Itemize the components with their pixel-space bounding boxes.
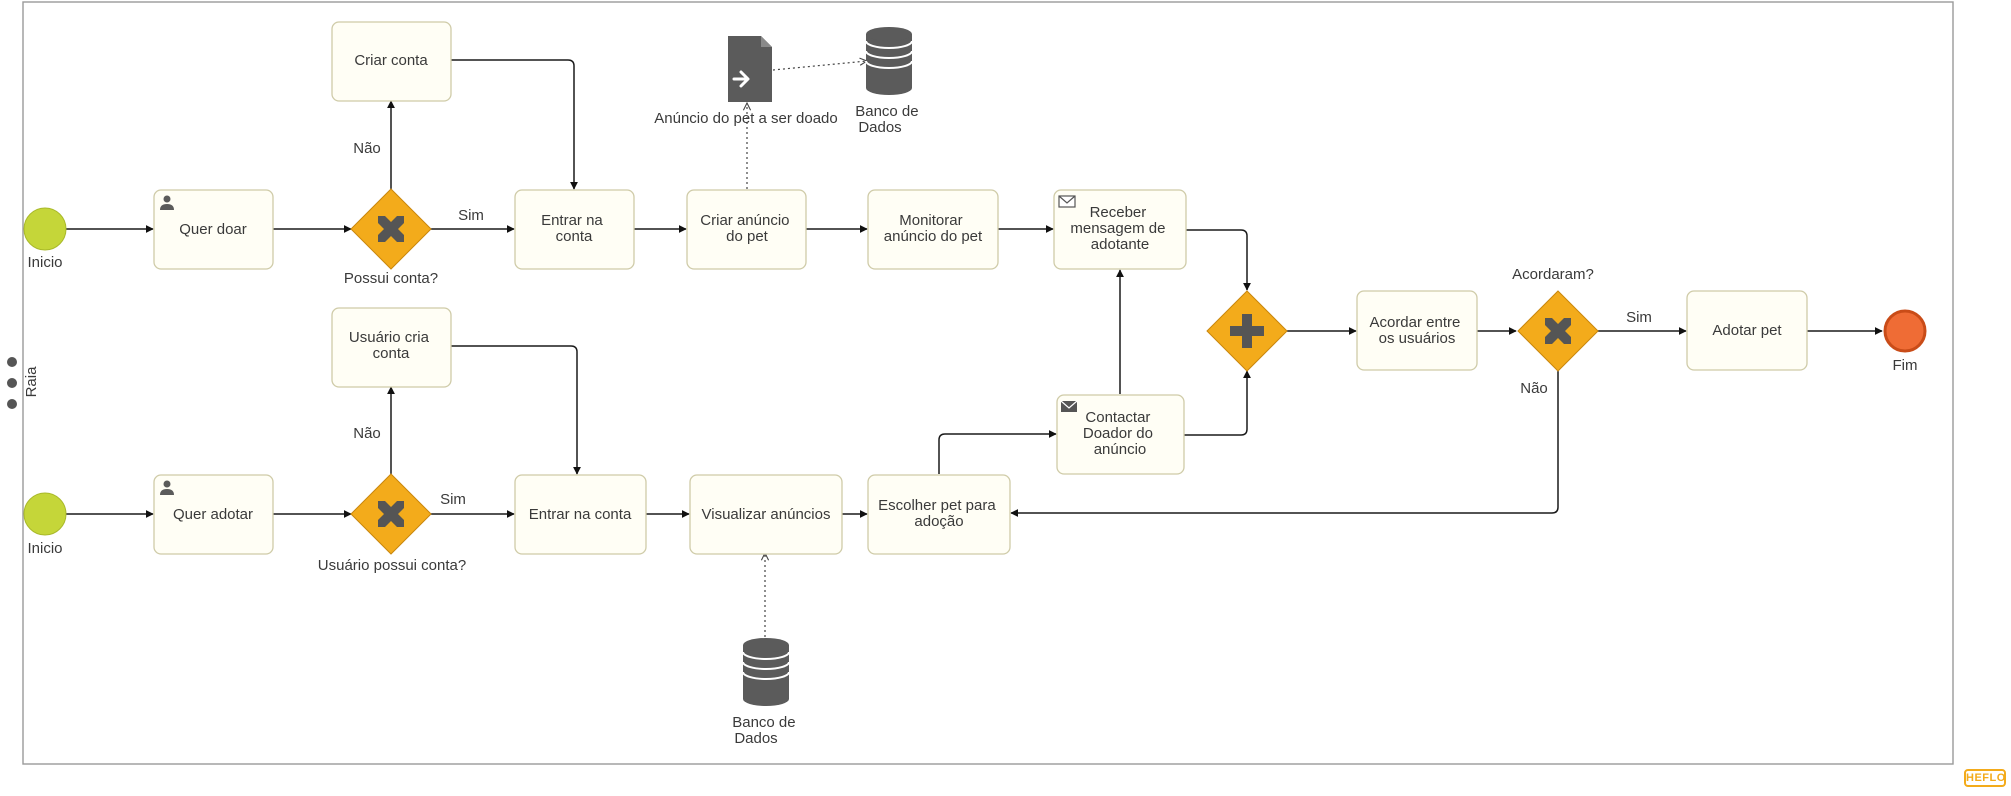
task-line: os usuários bbox=[1379, 330, 1456, 347]
svg-text:Adotar pet: Adotar pet bbox=[1712, 322, 1782, 339]
task-line: Receber bbox=[1090, 204, 1147, 221]
task-entrar-conta-bottom[interactable]: Entrar na conta bbox=[514, 474, 647, 555]
task-line: conta bbox=[556, 228, 593, 245]
db-line: Banco de bbox=[855, 103, 918, 120]
task-line: Escolher pet para bbox=[878, 497, 996, 514]
lane-handles[interactable] bbox=[7, 357, 17, 409]
task-quer-doar[interactable]: Quer doar bbox=[153, 189, 274, 270]
svg-text:Quer adotar: Quer adotar bbox=[173, 506, 253, 523]
svg-text:Monitorar anúncio do pet: Monitorar anúncio do pet bbox=[884, 212, 983, 245]
svg-text:Escolher pet para adoção: Escolher pet para adoção bbox=[878, 497, 1000, 530]
flow-contactar-parallel[interactable] bbox=[1184, 370, 1251, 436]
task-line: Entrar na bbox=[541, 212, 603, 229]
task-line: mensagem de bbox=[1070, 220, 1165, 237]
svg-text:Criar conta: Criar conta bbox=[354, 52, 428, 69]
envelope-icon bbox=[1060, 400, 1078, 412]
data-object-label: Anúncio do pet a ser doado bbox=[654, 110, 837, 127]
task-line: anúncio do pet bbox=[884, 228, 983, 245]
svg-text:Contactar Doador do: Contactar Doador do anúncio bbox=[1083, 409, 1157, 458]
flow-criar-conta-entrar[interactable] bbox=[451, 59, 578, 190]
gateway-parallel[interactable] bbox=[1206, 290, 1288, 372]
end-event[interactable] bbox=[1883, 309, 1927, 353]
task-line: Doador do bbox=[1083, 425, 1153, 442]
svg-text:Entrar na conta: Entrar na conta bbox=[529, 506, 632, 523]
svg-text:Quer doar: Quer doar bbox=[179, 221, 247, 238]
database-bottom-icon[interactable] bbox=[742, 638, 790, 706]
database-bottom-label: Banco de Dados bbox=[732, 714, 800, 747]
data-object-input-icon[interactable] bbox=[728, 36, 772, 102]
task-contactar-doador[interactable]: Contactar Doador do anúncio bbox=[1056, 394, 1185, 475]
task-line: anúncio bbox=[1094, 441, 1147, 458]
task-acordar[interactable]: Acordar entre os usuários bbox=[1356, 290, 1478, 371]
flow-label-sim-top: Sim bbox=[458, 207, 484, 224]
sequence-flows bbox=[66, 59, 1883, 518]
task-criar-conta[interactable]: Criar conta bbox=[331, 21, 452, 102]
task-line: Acordar entre bbox=[1369, 314, 1460, 331]
task-line: adotante bbox=[1091, 236, 1149, 253]
gateway-acordaram[interactable] bbox=[1517, 290, 1599, 372]
task-entrar-conta-top[interactable]: Entrar na conta bbox=[514, 189, 635, 270]
task-line: conta bbox=[373, 345, 410, 362]
task-line: do pet bbox=[726, 228, 769, 245]
flow-label-sim-acordaram: Sim bbox=[1626, 309, 1652, 326]
exclusive-x-icon bbox=[1545, 318, 1571, 344]
svg-text:Receber mensagem de: Receber mensagem de adotante bbox=[1070, 204, 1169, 253]
svg-text:Visualizar anúncios: Visualizar anúncios bbox=[702, 506, 831, 523]
svg-text:Acordar entre os usuário: Acordar entre os usuários bbox=[1369, 314, 1464, 347]
user-icon bbox=[160, 480, 174, 495]
database-top-icon[interactable] bbox=[865, 27, 913, 95]
task-line: Usuário cria bbox=[349, 329, 430, 346]
database-top-label: Banco de Dados bbox=[855, 103, 923, 136]
flow-label-sim-bottom: Sim bbox=[440, 491, 466, 508]
gateway-usuario-possui-conta-label: Usuário possui conta? bbox=[318, 557, 466, 574]
envelope-icon bbox=[1058, 195, 1076, 208]
task-line: Criar anúncio bbox=[700, 212, 789, 229]
task-receber-mensagem[interactable]: Receber mensagem de adotante bbox=[1053, 189, 1187, 270]
start-event-top-label: Inicio bbox=[27, 254, 62, 271]
flow-receber-parallel[interactable] bbox=[1186, 229, 1251, 291]
start-event-top[interactable] bbox=[23, 207, 67, 251]
flow-escolher-contactar[interactable] bbox=[938, 430, 1057, 474]
task-usuario-cria-conta[interactable]: Usuário cria conta bbox=[331, 307, 452, 388]
svg-text:Criar anúncio do pet: Criar anúncio do pet bbox=[700, 212, 793, 245]
exclusive-x-icon bbox=[378, 501, 404, 527]
gateway-usuario-possui-conta[interactable] bbox=[350, 473, 432, 555]
flow-label-nao-top: Não bbox=[353, 140, 381, 157]
gateway-acordaram-label: Acordaram? bbox=[1512, 266, 1594, 283]
flow-label-nao-acordaram: Não bbox=[1520, 380, 1548, 397]
gateway-possui-conta-label: Possui conta? bbox=[344, 270, 438, 287]
db-line: Banco de bbox=[732, 714, 795, 731]
assoc-data-to-db[interactable] bbox=[772, 61, 867, 71]
svg-text:Usuário cria conta: Usuário cria conta bbox=[349, 329, 433, 362]
task-line: Monitorar bbox=[899, 212, 962, 229]
start-event-bottom[interactable] bbox=[23, 492, 67, 536]
flow-label-nao-bottom: Não bbox=[353, 425, 381, 442]
user-icon bbox=[160, 195, 174, 210]
flow-acordaram-nao-escolher[interactable] bbox=[1010, 371, 1559, 517]
task-quer-adotar[interactable]: Quer adotar bbox=[153, 474, 274, 555]
end-event-label: Fim bbox=[1893, 357, 1918, 374]
task-monitorar[interactable]: Monitorar anúncio do pet bbox=[867, 189, 999, 270]
start-event-bottom-label: Inicio bbox=[27, 540, 62, 557]
lane-label: Raia bbox=[23, 366, 40, 398]
plus-icon bbox=[1230, 314, 1264, 348]
task-adotar-pet[interactable]: Adotar pet bbox=[1686, 290, 1808, 371]
task-visualizar-anuncios[interactable]: Visualizar anúncios bbox=[689, 474, 843, 555]
task-line: adoção bbox=[914, 513, 963, 530]
gateway-possui-conta[interactable] bbox=[350, 188, 432, 270]
heflo-logo: HEFLO bbox=[1964, 769, 2006, 787]
db-line: Dados bbox=[858, 119, 901, 136]
exclusive-x-icon bbox=[378, 216, 404, 242]
flow-usuario-cria-entrar[interactable] bbox=[451, 345, 581, 475]
associations bbox=[747, 61, 867, 637]
pool-border bbox=[22, 1, 1954, 765]
task-escolher-pet[interactable]: Escolher pet para adoção bbox=[867, 474, 1011, 555]
svg-text:Entrar na conta: Entrar na conta bbox=[541, 212, 607, 245]
task-criar-anuncio[interactable]: Criar anúncio do pet bbox=[686, 189, 807, 270]
task-line: Contactar bbox=[1085, 409, 1150, 426]
db-line: Dados bbox=[734, 730, 777, 747]
